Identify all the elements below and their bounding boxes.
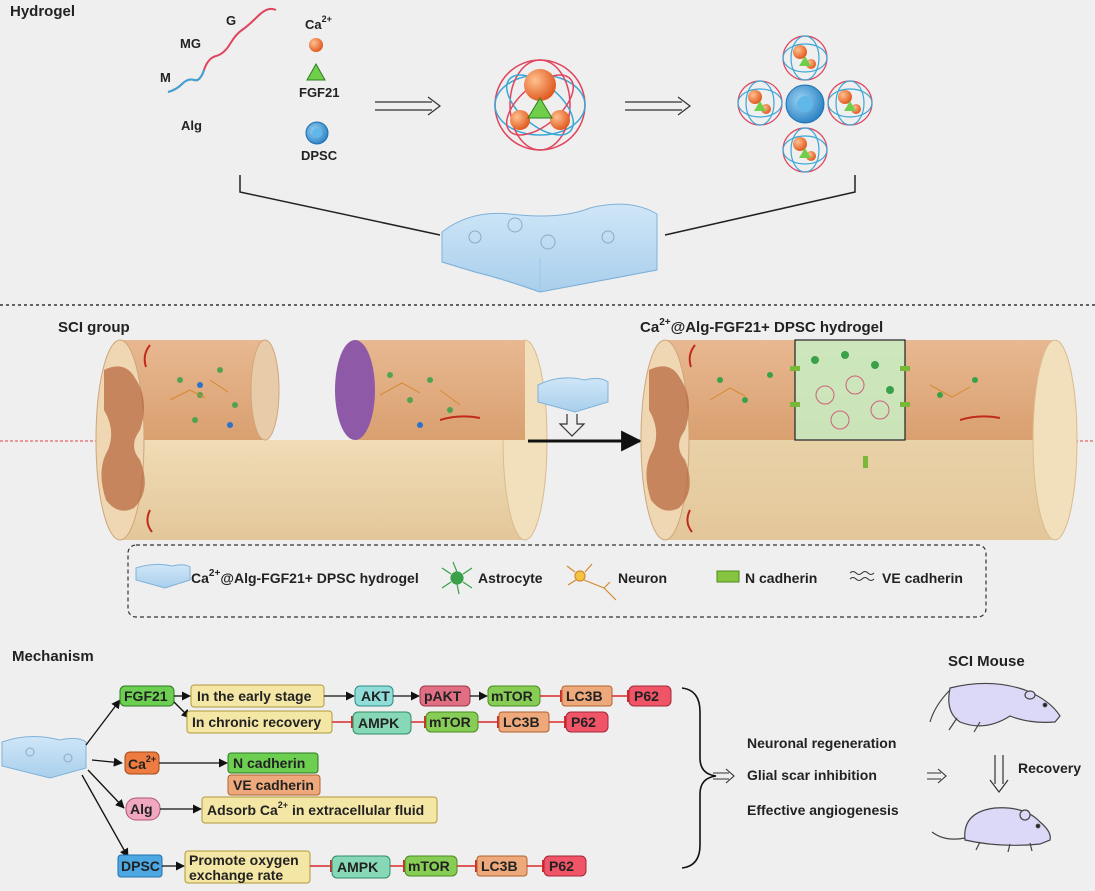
lc3b-label: LC3B (481, 858, 518, 874)
ca-label: Ca2+ (305, 14, 332, 32)
p62-box (543, 855, 587, 877)
legend-n-cadherin-label: N cadherin (745, 570, 817, 586)
n-cadherin-box-label: N cadherin (233, 755, 305, 771)
ca-box-label: Ca2+ (128, 754, 156, 772)
pakt-label: pAKT (424, 688, 462, 704)
lc3b-label: LC3B (503, 714, 540, 730)
legend-hydrogel-label: Ca2+@Alg-FGF21+ DPSC hydrogel (191, 568, 419, 586)
legend-neuron-label: Neuron (618, 570, 667, 586)
hollow-arrow-icon (625, 96, 691, 116)
section-title-mechanism: Mechanism (12, 648, 94, 665)
chronic-recovery-label: In chronic recovery (192, 714, 321, 730)
dpsc-hydrogel-cluster-icon (737, 35, 873, 173)
outcome-angiogenesis: Effective angiogenesis (747, 802, 899, 818)
dpsc-label: DPSC (301, 148, 338, 163)
hydrogel-complex-icon (494, 59, 586, 151)
ampk-box (352, 711, 412, 735)
p62-label: P62 (549, 858, 574, 874)
branch-arrows (81, 699, 129, 858)
recovered-mouse-icon (931, 807, 1051, 853)
akt-label: AKT (361, 688, 390, 704)
mtor-label: mTOR (491, 688, 533, 704)
dpsc-box-label: DPSC (121, 858, 160, 874)
mtor-label: mTOR (408, 858, 450, 874)
adsorb-box (201, 796, 438, 824)
p62-label: P62 (571, 714, 596, 730)
hydrogel-injection-icon (537, 377, 609, 437)
ve-cadherin-box-label: VE cadherin (233, 777, 314, 793)
neuron-icon (566, 563, 617, 601)
injured-spinal-cord-icon (95, 339, 548, 541)
mechanism-hydrogel-icon (1, 736, 87, 779)
lc3b-label: LC3B (566, 688, 603, 704)
legend-hydrogel-icon (135, 563, 191, 589)
injured-mouse-icon (929, 682, 1061, 733)
oxygen-exchange-line2: exchange rate (189, 867, 283, 883)
mg-label: MG (180, 36, 201, 51)
early-stage-label: In the early stage (197, 688, 312, 704)
alginate-chain-icon (167, 7, 277, 93)
legend-ve-cadherin-label: VE cadherin (882, 570, 963, 586)
outcome-neuronal: Neuronal regeneration (747, 735, 896, 751)
fgf21-label: FGF21 (299, 85, 339, 100)
oxygen-exchange-box (184, 850, 311, 884)
legend-astrocyte-label: Astrocyte (478, 570, 543, 586)
p62-label: P62 (634, 688, 659, 704)
section-title-hydrogel: Hydrogel (10, 3, 75, 20)
ampk-box (331, 855, 391, 879)
ampk-label: AMPK (358, 715, 399, 731)
recovery-label: Recovery (1018, 760, 1081, 776)
ve-cadherin-icon (849, 571, 875, 581)
adsorb-label: Adsorb Ca2+ in extracellular fluid (207, 800, 424, 818)
legend-box (127, 544, 987, 618)
recovery-arrow-icon (989, 755, 1009, 793)
oxygen-exchange-line1: Promote oxygen (189, 852, 299, 868)
treated-spinal-cord-icon (640, 339, 1078, 541)
p62-box (628, 685, 672, 707)
sci-mouse-title: SCI Mouse (948, 653, 1025, 670)
fgf21-box-label: FGF21 (124, 688, 168, 704)
alg-box-label: Alg (130, 801, 153, 817)
astrocyte-icon (441, 561, 473, 595)
hollow-arrow-icon (927, 768, 947, 784)
hollow-arrow-icon (713, 768, 735, 784)
section-title-sci-group: SCI group (58, 319, 130, 336)
curly-brace (681, 687, 717, 869)
alg-label: Alg (181, 118, 202, 133)
m-label: M (160, 70, 171, 85)
connector-lines (239, 175, 856, 236)
ve-cadherin-box (227, 774, 321, 796)
calcium-ion-icon (309, 38, 323, 52)
g-label: G (226, 13, 236, 28)
ampk-label: AMPK (337, 859, 378, 875)
p62-box (565, 711, 609, 733)
hollow-arrow-icon (375, 96, 441, 116)
outcome-glial: Glial scar inhibition (747, 767, 877, 783)
fgf21-triangle-icon (306, 62, 326, 81)
section-title-treated: Ca2+@Alg-FGF21+ DPSC hydrogel (640, 317, 883, 336)
mtor-label: mTOR (429, 714, 471, 730)
n-cadherin-icon (716, 570, 740, 583)
hydrogel-slab-icon (441, 203, 658, 293)
n-cadherin-box (227, 752, 319, 774)
